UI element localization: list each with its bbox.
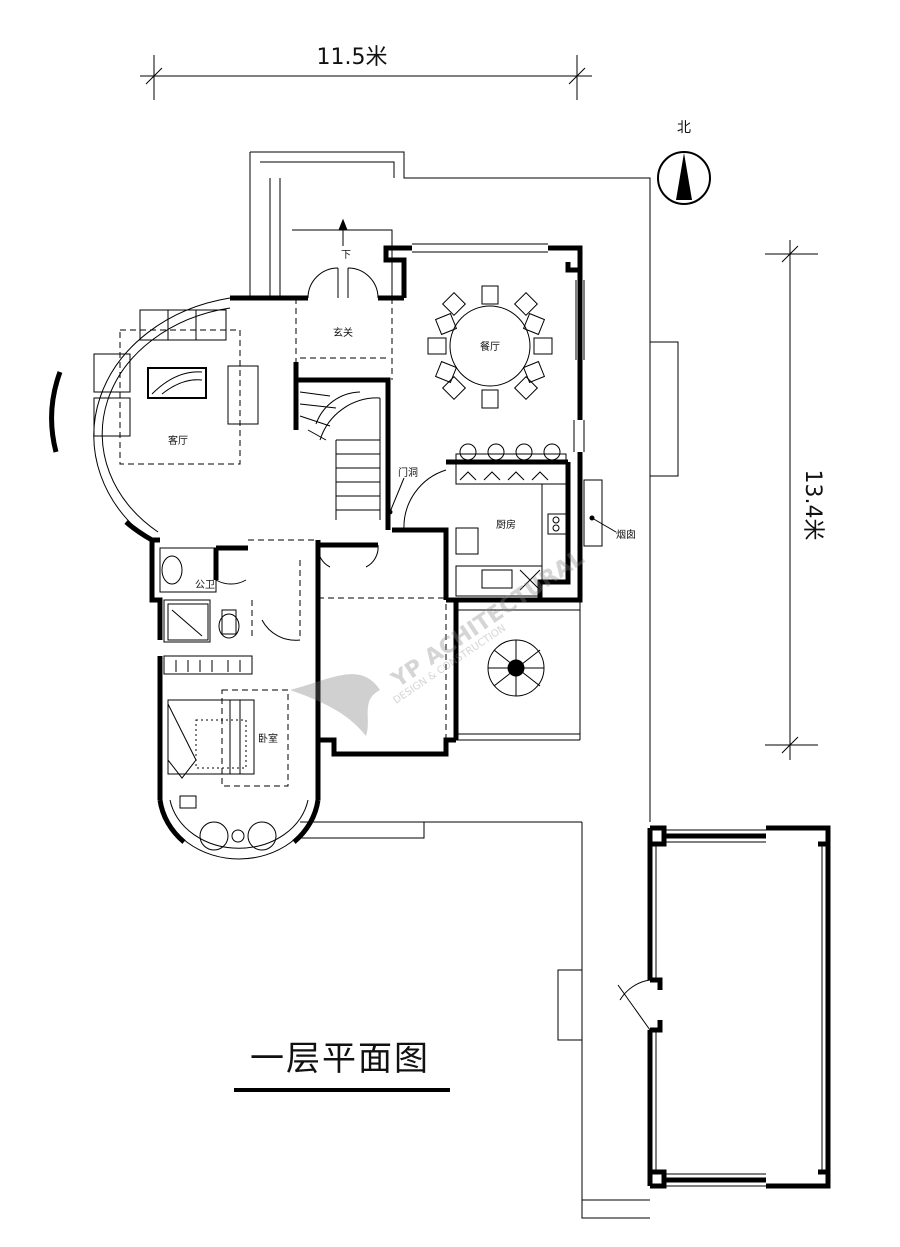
dining-table xyxy=(427,285,553,409)
room-label-kitchen: 厨房 xyxy=(496,518,516,531)
kitchen-fixtures xyxy=(455,443,603,597)
living-room-furniture xyxy=(93,309,259,465)
living-room-bay-wall xyxy=(49,297,231,543)
down-label: 下 xyxy=(341,250,351,261)
windows-and-thin-walls xyxy=(159,243,823,1187)
leader-lines xyxy=(387,477,617,533)
bedroom-bay-wall xyxy=(157,799,321,860)
label-flue: 烟囱 xyxy=(616,528,636,541)
bedroom-furniture xyxy=(163,655,289,851)
watermark: YP ACHITECTURAL DESIGN & CONSTRUCTION xyxy=(290,546,589,736)
compass-label: 北 xyxy=(677,120,691,136)
room-label-living: 客厅 xyxy=(168,434,188,447)
exterior-walls xyxy=(149,245,831,1189)
site-outline xyxy=(249,151,679,1219)
room-label-entrance: 玄关 xyxy=(333,326,353,339)
width-dimension xyxy=(140,55,592,100)
staircase xyxy=(299,391,381,520)
room-label-dining: 餐厅 xyxy=(480,340,500,353)
plant-icon xyxy=(487,639,545,697)
down-arrow-icon xyxy=(338,218,348,246)
bird-logo-icon xyxy=(290,674,380,736)
label-door-opening: 门洞 xyxy=(398,466,418,479)
width-dimension-label: 11.5米 xyxy=(317,45,388,70)
north-arrow-icon xyxy=(657,151,711,205)
plan-title: 一层平面图 xyxy=(250,1039,430,1079)
room-label-bath: 公卫 xyxy=(195,580,215,591)
depth-dimension xyxy=(765,240,818,760)
depth-dimension-label: 13.4米 xyxy=(800,470,825,541)
room-label-bedroom: 卧室 xyxy=(258,732,278,745)
bathroom-fixtures xyxy=(161,555,240,641)
